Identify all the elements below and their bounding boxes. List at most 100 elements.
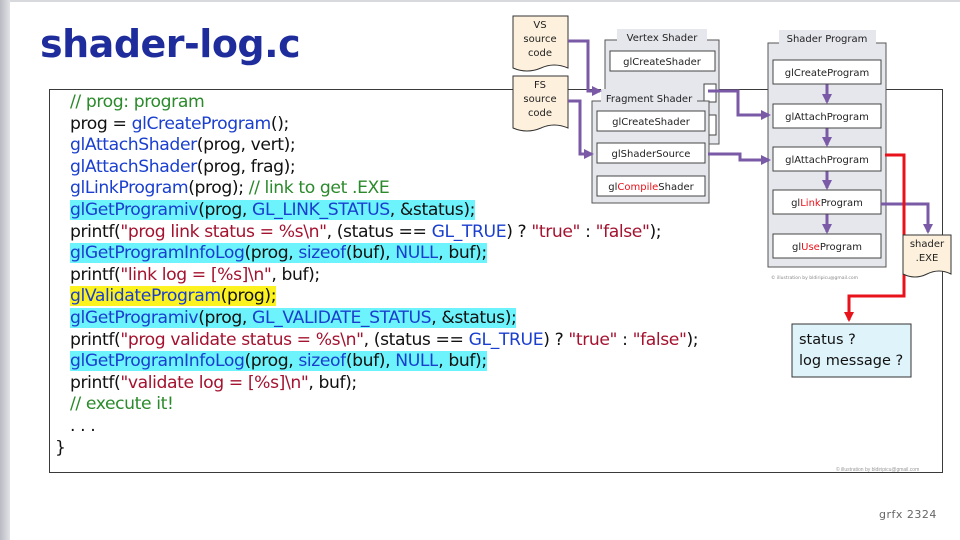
code-token: GL_TRUE — [431, 221, 507, 242]
code-token: , &status); — [389, 199, 476, 220]
function-name-part: gl — [792, 242, 801, 253]
code-token: // prog: program — [70, 92, 205, 112]
exe-doc-line-2: .EXE — [916, 253, 939, 264]
code-line: glAttachShader(prog, vert); — [70, 135, 698, 157]
code-token: glGetProgramiv — [70, 307, 199, 328]
shader-exe-doc: shader .EXE — [902, 234, 952, 278]
code-token: (prog, — [244, 243, 299, 264]
page-number: grfx 2324 — [879, 508, 937, 521]
code-line: printf("link log = [%s]\n", buf); — [70, 265, 698, 287]
program-fn-box: glAttachProgram — [772, 103, 882, 129]
code-line: printf("validate log = [%s]\n", buf); — [70, 373, 698, 395]
code-line: // prog: program — [70, 92, 698, 114]
code-credit: © illustration by bldiripicu@gmail.com — [836, 467, 920, 473]
code-token: (); — [270, 113, 289, 134]
fragment-to-attach-arrow — [708, 152, 772, 166]
code-token: ) ? — [506, 221, 532, 242]
code-token: "prog link status = %s\n" — [120, 221, 327, 242]
function-name-part: Program — [821, 198, 863, 209]
code-token: , buf); — [271, 264, 320, 285]
code-token: (prog, — [198, 307, 253, 328]
code-line: glAttachShader(prog, frag); — [70, 157, 698, 179]
code-token: "validate log = [%s]\n" — [120, 372, 309, 393]
code-token: "link log = [%s]\n" — [120, 264, 272, 285]
code-token: glAttachShader — [70, 156, 197, 177]
function-name-part: Compile — [617, 182, 658, 193]
code-token: : — [617, 329, 633, 350]
code-token: ) ? — [543, 329, 569, 350]
code-token: printf( — [70, 372, 121, 393]
code-token: ); — [649, 221, 662, 242]
code-token: "true" — [568, 329, 618, 350]
vs-doc-line-1: VS — [533, 20, 546, 31]
code-token: (prog); — [188, 178, 249, 199]
code-token: "false" — [632, 329, 687, 350]
program-fn-box: glUseProgram — [772, 233, 882, 259]
code-token: "true" — [531, 221, 581, 242]
code-token: , buf); — [438, 243, 487, 264]
svg-text:glCompileShader: glCompileShader — [608, 182, 694, 193]
status-box: status ? log message ? — [791, 323, 912, 378]
function-name-part: glShaderSource — [612, 149, 691, 160]
svg-text:glAttachProgram: glAttachProgram — [785, 155, 869, 166]
code-token: , (status == — [326, 221, 432, 242]
code-token: (prog); — [220, 286, 277, 307]
code-token: , buf); — [438, 351, 487, 372]
code-token: "prog validate status = %s\n" — [120, 329, 364, 350]
svg-text:glAttachProgram: glAttachProgram — [785, 112, 869, 123]
slide-top-rule — [10, 0, 960, 2]
fs-doc-line-3: code — [528, 108, 552, 119]
code-token: printf( — [70, 329, 121, 350]
code-line: glGetProgramiv(prog, GL_LINK_STATUS, &st… — [70, 199, 698, 222]
function-name-part: glAttachProgram — [785, 155, 869, 166]
code-token: sizeof — [298, 243, 346, 264]
code-line: glLinkProgram(prog); // link to get .EXE — [70, 178, 698, 200]
fs-doc-line-1: FS — [534, 80, 546, 91]
svg-text:glCreateProgram: glCreateProgram — [785, 68, 870, 79]
fs-doc-line-2: source — [523, 94, 556, 105]
shader-program-panel: Shader Program glCreateProgramglAttachPr… — [767, 30, 887, 281]
exe-doc-line-1: shader — [910, 239, 945, 250]
code-line: glGetProgramInfoLog(prog, sizeof(buf), N… — [70, 243, 698, 265]
code-token: prog = — [70, 113, 132, 134]
code-line: printf("prog validate status = %s\n", (s… — [70, 329, 699, 352]
code-token: , buf); — [308, 372, 357, 393]
code-token: glAttachShader — [70, 135, 197, 156]
function-name-part: gl — [791, 198, 800, 209]
fragment-shader-panel: Fragment Shader glCreateShaderglShaderSo… — [591, 89, 710, 204]
function-name-part: glCreateShader — [612, 117, 691, 128]
svg-text:glCreateShader: glCreateShader — [612, 117, 691, 128]
code-token: glLinkProgram — [70, 178, 189, 199]
code-token: printf( — [70, 264, 121, 285]
function-name-part: Use — [801, 242, 820, 253]
code-token: GL_TRUE — [468, 329, 544, 350]
code-token: . . . — [70, 415, 96, 436]
code-line: prog = glCreateProgram(); — [70, 114, 698, 136]
code-token: } — [55, 437, 66, 458]
status-question: status ? — [799, 332, 856, 348]
code-token: glCreateProgram — [131, 113, 272, 134]
fs-source-doc: FS source code — [512, 75, 569, 132]
program-fn-box: glLinkProgram — [772, 189, 882, 215]
program-fn-box: glCreateProgram — [772, 59, 882, 85]
code-line: glGetProgramiv(prog, GL_VALIDATE_STATUS,… — [70, 307, 698, 330]
code-token: "false" — [595, 221, 650, 242]
code-token: (prog, frag); — [196, 156, 296, 177]
code-token: : — [580, 221, 596, 242]
code-token: printf( — [70, 221, 121, 242]
code-token: , (status == — [363, 329, 469, 350]
code-token: glValidateProgram — [70, 286, 221, 307]
log-message-question: log message ? — [799, 353, 903, 369]
code-token: glGetProgramInfoLog — [70, 243, 245, 264]
code-token: (buf), — [345, 243, 396, 264]
svg-text:glUseProgram: glUseProgram — [792, 242, 862, 253]
function-name-part: Shader — [658, 182, 694, 193]
code-token: // link to get .EXE — [248, 178, 390, 199]
code-token: , &status); — [431, 307, 517, 328]
function-name-part: Link — [800, 198, 821, 209]
program-fn-box: glAttachProgram — [772, 146, 882, 172]
code-token: (prog, vert); — [196, 135, 296, 156]
vs-source-doc: VS source code — [512, 15, 569, 72]
